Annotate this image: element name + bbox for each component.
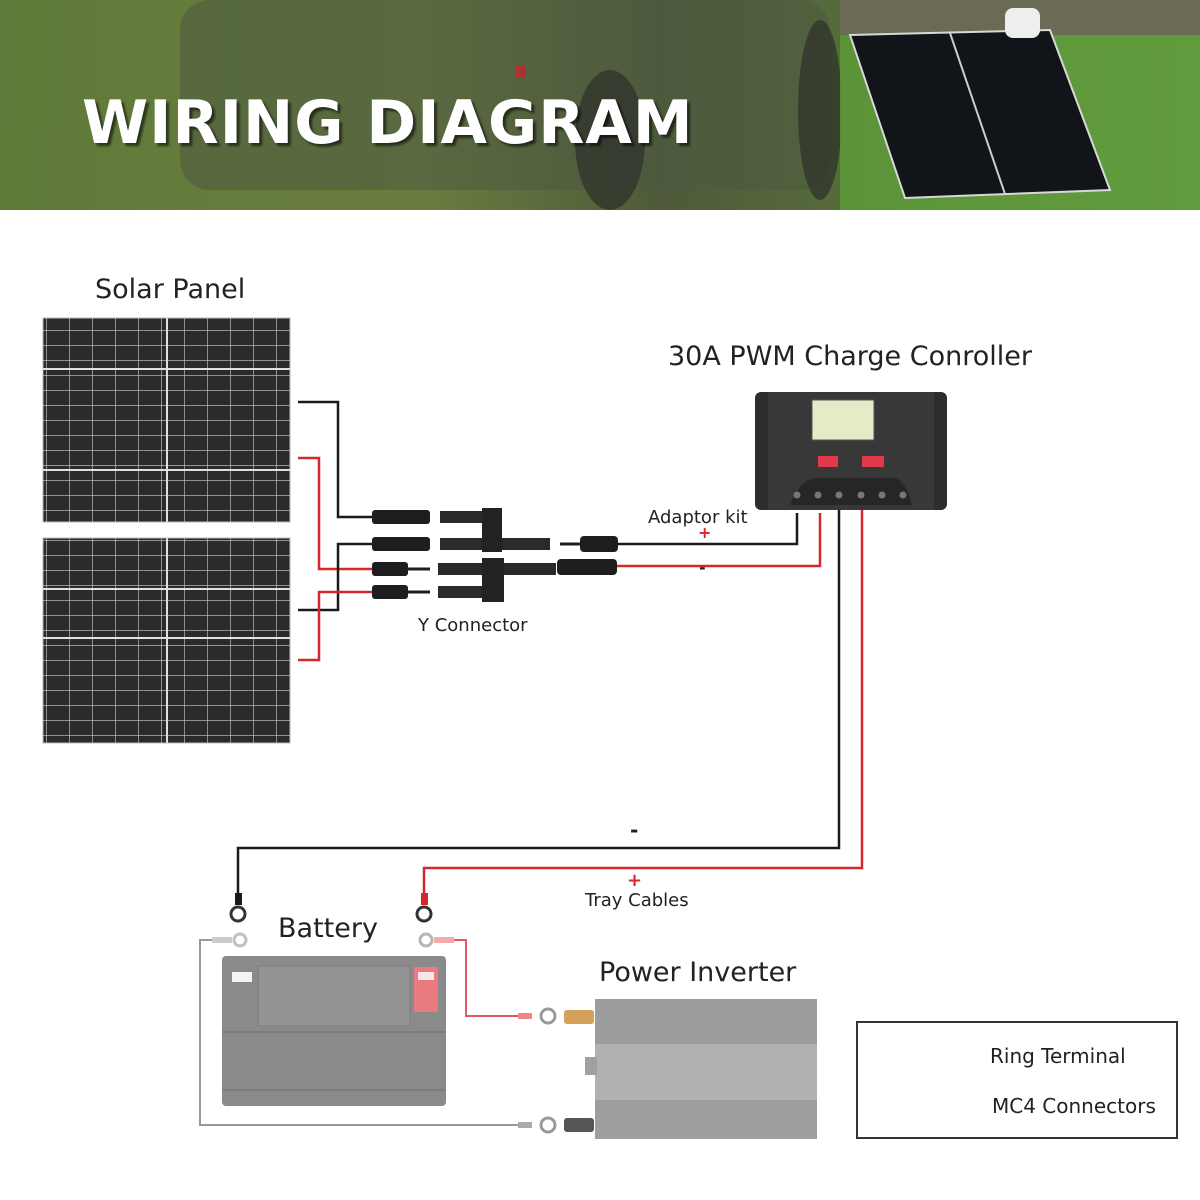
car-wheel: [575, 70, 645, 210]
battery-label: Battery: [278, 913, 378, 944]
adaptor-positive-sign: +: [698, 523, 712, 542]
charge-controller: [755, 392, 947, 510]
controller-terminal-6: [899, 491, 907, 499]
adaptor-negative-sign: -: [699, 558, 706, 577]
inverter-ring-terminal-negative: [518, 1116, 557, 1134]
solar-panel-bottom: [42, 537, 291, 744]
legend-label-mc4-connectors: MC4 Connectors: [992, 1094, 1156, 1118]
panel2-positive-wire: [298, 590, 372, 662]
header-banner: WIRING DIAGRAM: [0, 0, 1200, 210]
adaptor-kit-label: Adaptor kit: [648, 507, 748, 528]
controller-button-right: [862, 456, 884, 467]
ring-terminal-negative: [229, 893, 247, 923]
car-tail-light: [516, 66, 526, 78]
car-silhouette: [180, 0, 830, 190]
ring-terminal-positive: [415, 893, 433, 923]
inverter-ring-terminal-positive: [518, 1007, 557, 1025]
legend-label-ring-terminal: Ring Terminal: [990, 1044, 1126, 1068]
controller-terminal-1: [793, 491, 801, 499]
photo-solar-panel: [848, 28, 1112, 200]
solar-panel-label: Solar Panel: [95, 274, 246, 305]
y-connector-negative: [440, 508, 550, 552]
adaptor-negative-wire: [618, 513, 799, 546]
controller-lcd: [811, 399, 875, 441]
adaptor-positive-wire: [617, 513, 822, 568]
adaptor-connector-positive: [557, 559, 617, 575]
controller-terminal-4: [857, 491, 865, 499]
tray-negative-wire: [236, 510, 841, 895]
controller-terminal-3: [835, 491, 843, 499]
controller-terminal-5: [878, 491, 886, 499]
power-inverter: [564, 999, 817, 1139]
inverter-negative-post: [564, 1118, 594, 1132]
tray-cables-label: Tray Cables: [585, 890, 689, 911]
battery-terminal-negative: [212, 932, 248, 948]
panel1-negative-wire: [298, 400, 372, 519]
car-wheel-rear: [798, 20, 842, 200]
mc4-connector-row3: [372, 562, 430, 576]
charge-controller-label: 30A PWM Charge Conroller: [668, 341, 1032, 372]
banner-photo: [180, 0, 1200, 210]
tray-positive-wire: [422, 510, 864, 895]
inverter-negative-wire: [199, 939, 520, 1126]
battery-terminal-positive: [418, 932, 454, 948]
panel2-negative-wire: [298, 542, 372, 612]
photo-post: [1005, 8, 1040, 38]
mc4-connector-row1: [372, 510, 430, 524]
power-inverter-label: Power Inverter: [599, 957, 797, 988]
legend: [856, 1021, 1178, 1139]
adaptor-connector-negative: [560, 536, 618, 552]
battery: [222, 956, 446, 1106]
solar-panel-top: [42, 317, 291, 523]
photo-panel-divider: [949, 32, 1006, 195]
controller-terminal-2: [814, 491, 822, 499]
banner-title: WIRING DIAGRAM: [82, 88, 694, 158]
tray-negative-sign: -: [630, 818, 639, 842]
inverter-positive-wire: [454, 939, 520, 1017]
mc4-connector-row4: [372, 585, 430, 599]
controller-button-left: [818, 456, 838, 467]
mc4-connector-row2: [372, 537, 430, 551]
inverter-positive-post: [564, 1010, 594, 1024]
panel1-positive-wire: [298, 456, 372, 571]
y-connector-label: Y Connector: [418, 615, 528, 636]
y-connector-positive: [438, 558, 556, 602]
tray-positive-sign: +: [627, 870, 643, 891]
